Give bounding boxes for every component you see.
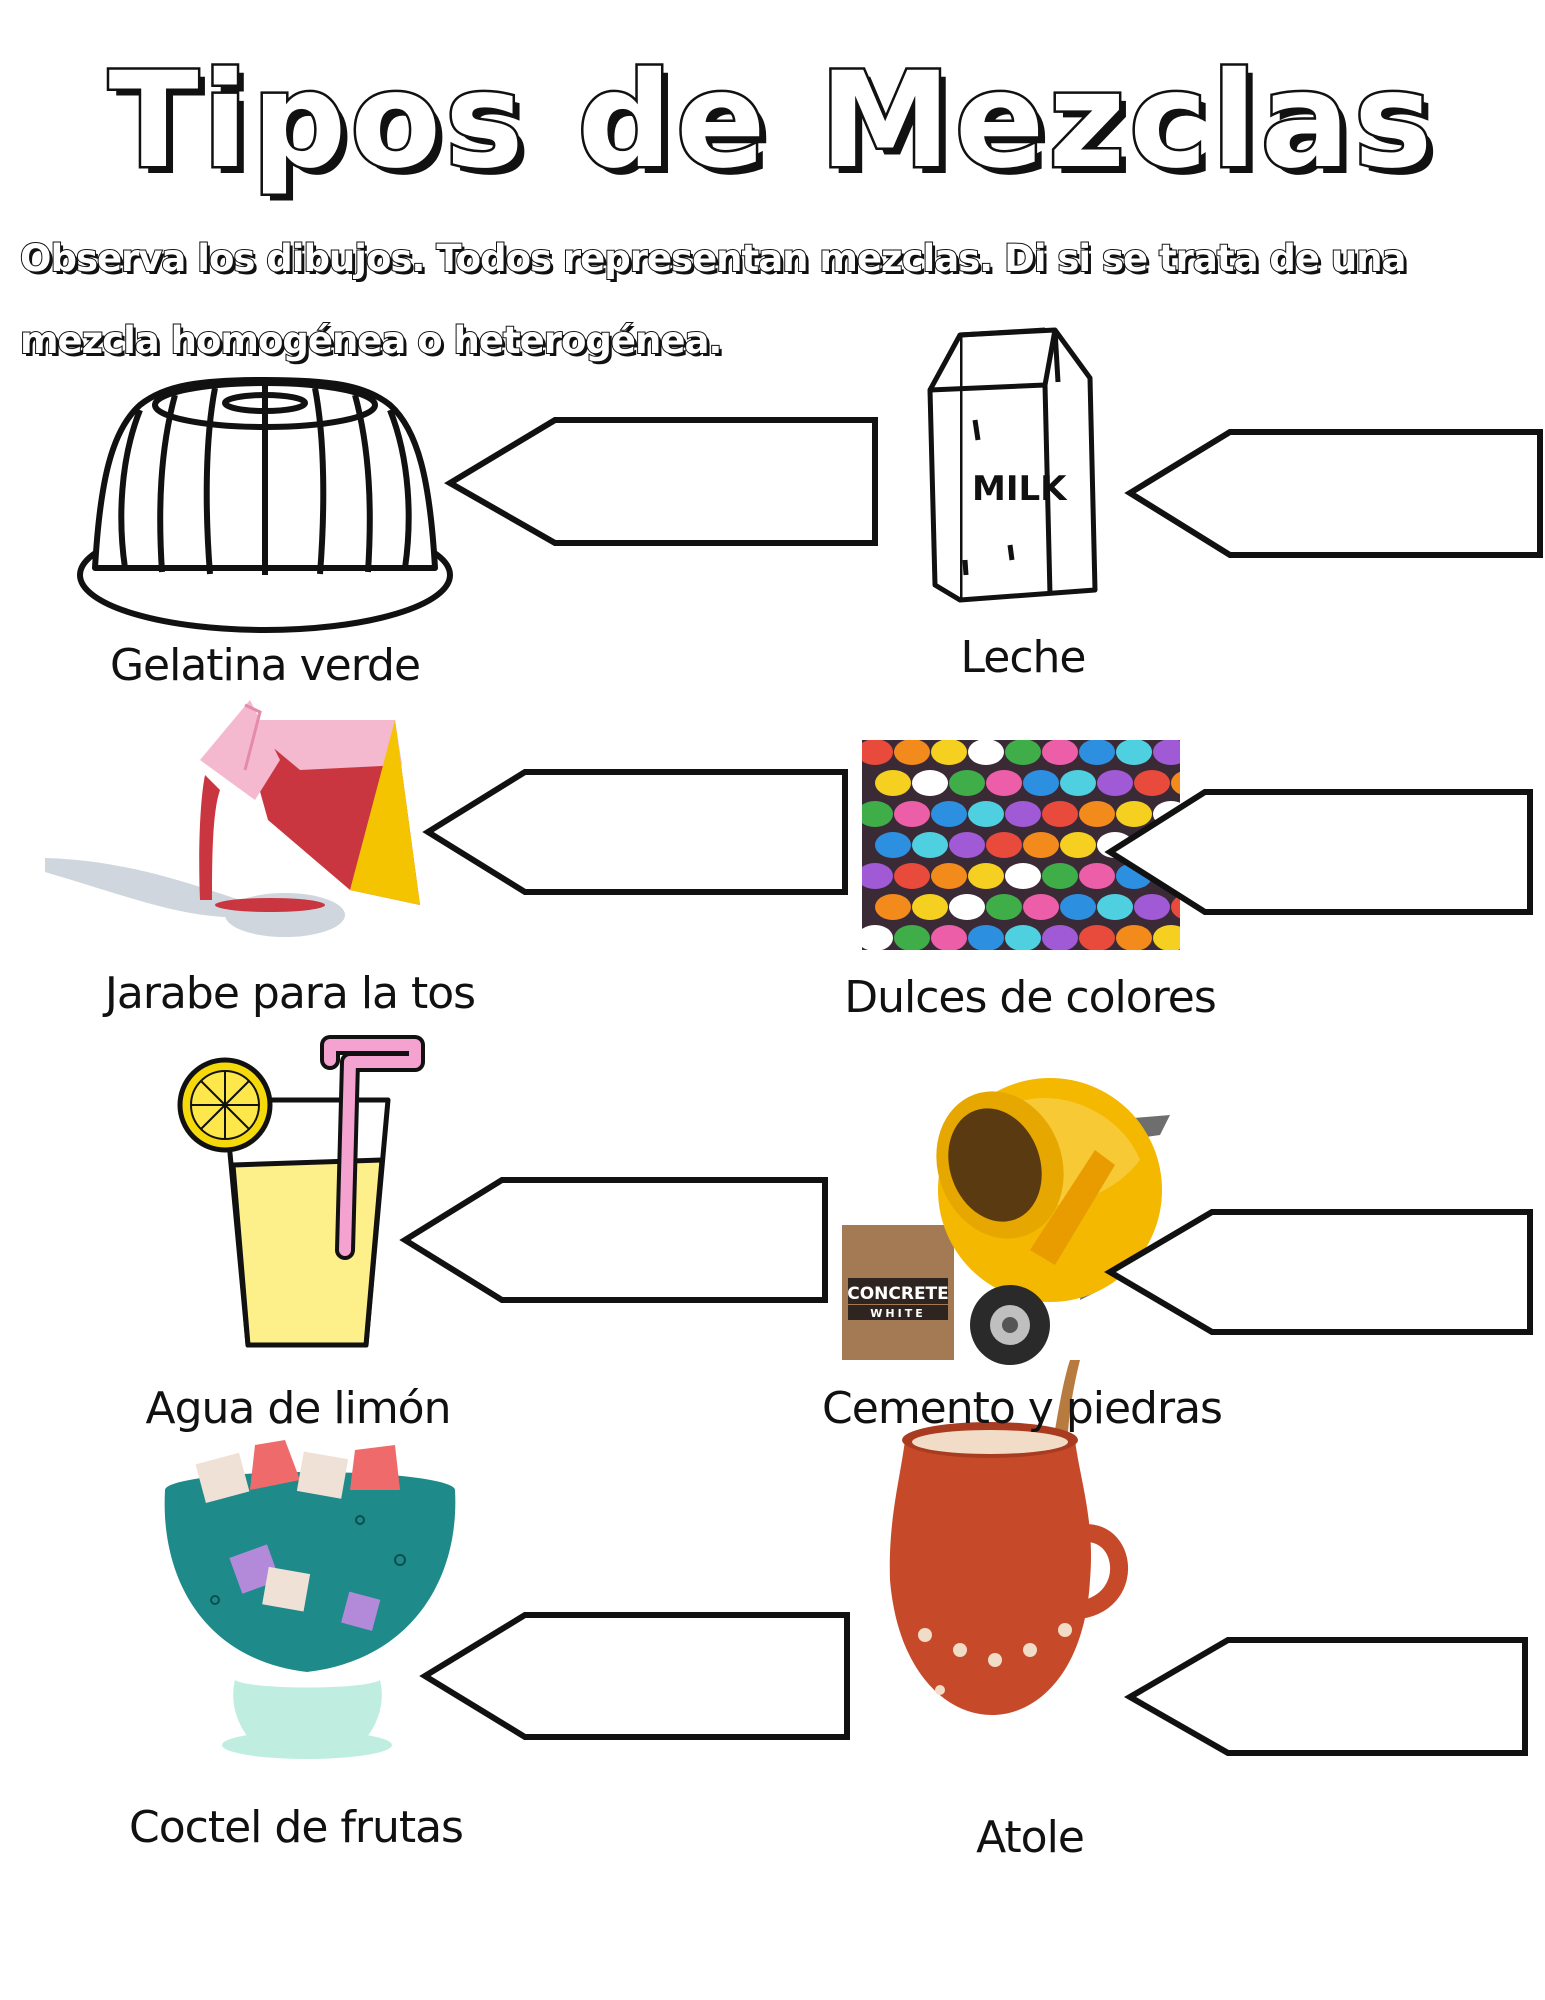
candy-piece	[1042, 925, 1078, 950]
candy-piece	[1079, 863, 1115, 889]
answer-box-7[interactable]	[419, 1612, 850, 1740]
candy-piece	[1153, 925, 1180, 950]
candy-piece	[1023, 894, 1059, 920]
candy-piece	[968, 863, 1004, 889]
colored-candies-icon	[862, 740, 1180, 950]
answer-box-8[interactable]	[1123, 1637, 1528, 1756]
lemonade-glass-icon	[177, 1035, 425, 1348]
candy-piece	[1097, 770, 1133, 796]
page-title: Tipos de Mezclas	[106, 44, 1437, 198]
candy-piece	[949, 894, 985, 920]
candy-piece	[1060, 832, 1096, 858]
candy-piece	[1097, 894, 1133, 920]
candy-piece	[862, 801, 893, 827]
candy-piece	[912, 832, 948, 858]
candy-piece	[931, 801, 967, 827]
candy-piece	[1153, 740, 1180, 765]
candy-piece	[1005, 863, 1041, 889]
candy-piece	[894, 863, 930, 889]
candy-piece	[949, 832, 985, 858]
candy-piece	[894, 740, 930, 765]
candy-piece	[1005, 801, 1041, 827]
answer-box-4[interactable]	[1104, 789, 1533, 915]
candy-piece	[931, 925, 967, 950]
candy-piece	[1005, 925, 1041, 950]
candy-piece	[862, 925, 893, 950]
candy-piece	[931, 740, 967, 765]
cough-syrup-icon	[45, 700, 420, 937]
candy-piece	[875, 894, 911, 920]
candy-piece	[1023, 832, 1059, 858]
cement-mixer-icon	[842, 1078, 1170, 1365]
candy-piece	[912, 770, 948, 796]
label-cemento: Cemento y piedras	[822, 1383, 1223, 1434]
label-agua-de-limon: Agua de limón	[145, 1383, 452, 1434]
candy-piece	[986, 894, 1022, 920]
candy-piece	[1116, 925, 1152, 950]
candy-piece	[968, 740, 1004, 765]
candy-piece	[1079, 925, 1115, 950]
atole-mug-icon	[889, 1360, 1128, 1715]
candy-piece	[1079, 740, 1115, 765]
candy-piece	[1171, 771, 1180, 795]
candy-piece	[1116, 801, 1152, 827]
fruit-cocktail-icon	[164, 1440, 456, 1759]
candy-piece	[1060, 770, 1096, 796]
candy-piece	[1042, 801, 1078, 827]
candy-piece	[1116, 740, 1152, 765]
candy-piece	[968, 801, 1004, 827]
candy-piece	[912, 894, 948, 920]
candy-piece	[968, 925, 1004, 950]
bag-text-white: WHITE	[870, 1307, 925, 1320]
candy-piece	[875, 770, 911, 796]
answer-box-2[interactable]	[1124, 429, 1543, 558]
label-dulces: Dulces de colores	[844, 972, 1217, 1023]
instructions-text: Observa los dibujos. Todos representan m…	[19, 236, 1408, 363]
candy-piece	[1171, 895, 1180, 919]
candy-piece	[1060, 894, 1096, 920]
milk-text: MILK	[972, 469, 1068, 509]
candy-piece	[1079, 801, 1115, 827]
label-atole: Atole	[976, 1812, 1085, 1863]
bag-text-concrete: CONCRETE	[847, 1284, 949, 1304]
candy-piece	[875, 832, 911, 858]
candy-piece	[1023, 770, 1059, 796]
candy-piece	[986, 770, 1022, 796]
candy-piece	[894, 925, 930, 950]
candy-piece	[1042, 863, 1078, 889]
candy-piece	[862, 863, 893, 889]
candy-piece	[1134, 770, 1170, 796]
candy-piece	[949, 770, 985, 796]
gelatin-mold-icon	[77, 377, 453, 633]
candy-piece	[1005, 740, 1041, 765]
candy-piece	[894, 801, 930, 827]
candy-piece	[1134, 894, 1170, 920]
label-gelatina-verde: Gelatina verde	[109, 640, 421, 691]
answer-box-6[interactable]	[1104, 1209, 1533, 1335]
candy-piece	[986, 832, 1022, 858]
answer-box-5[interactable]	[399, 1177, 828, 1303]
label-jarabe: Jarabe para la tos	[104, 968, 476, 1019]
candy-piece	[862, 740, 893, 765]
answer-box-1[interactable]	[444, 417, 878, 546]
label-leche: Leche	[960, 632, 1087, 683]
candy-piece	[931, 863, 967, 889]
milk-carton-icon	[927, 327, 1098, 603]
label-coctel: Coctel de frutas	[129, 1802, 464, 1853]
candy-piece	[1042, 740, 1078, 765]
answer-box-3[interactable]	[422, 769, 848, 895]
